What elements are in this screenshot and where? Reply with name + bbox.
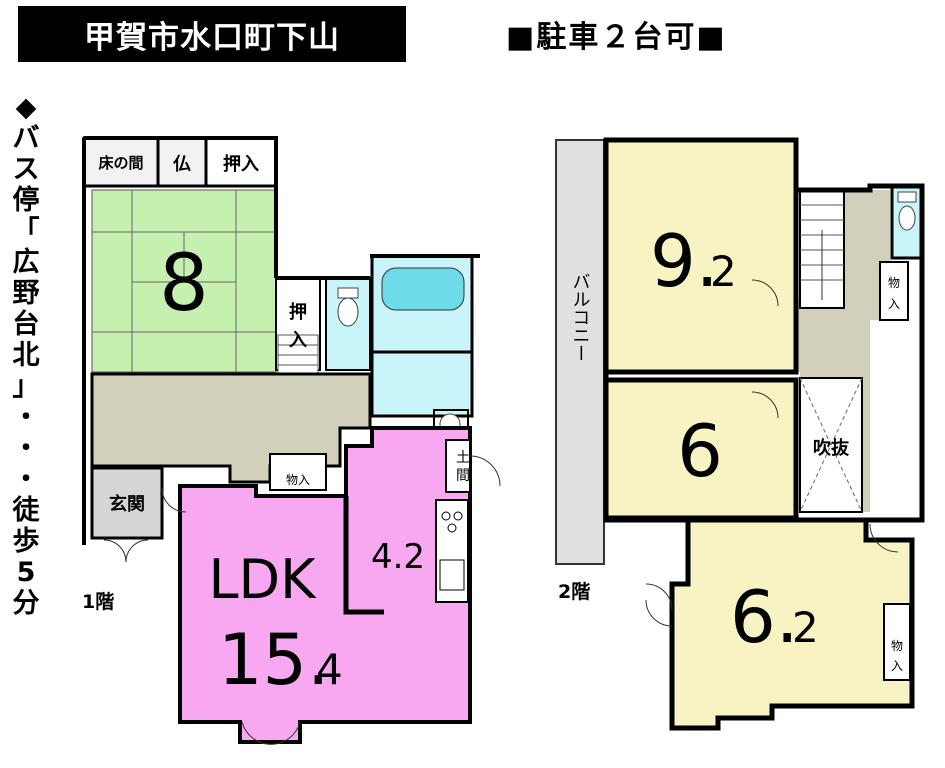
bus-char: 5	[16, 557, 36, 588]
label-tokonoma: 床の間	[98, 154, 143, 172]
label-room-a-dec: 2	[710, 247, 737, 296]
bedroom-9-2	[603, 137, 799, 375]
label-fukinuke: 吹抜	[813, 437, 850, 459]
corridor-1f	[90, 372, 372, 484]
label-oshiire-v2: 入	[289, 330, 307, 351]
label-butsudan: 仏	[173, 154, 191, 175]
label-ldk: LDK	[208, 548, 317, 611]
bus-char: 歩	[12, 526, 40, 557]
label-oshiire: 押入	[223, 153, 259, 175]
label-room-c-main: 6.	[730, 575, 799, 659]
bus-stop-info: ◆ バ ス 停 「 広 野 台 北 」 ・ ・ ・ 徒 歩 5 分	[2, 92, 50, 768]
label-room-b: 6	[677, 409, 723, 493]
label-doma-1: 土	[456, 450, 470, 466]
bus-char: ・	[12, 402, 40, 433]
label-ldk-size-dec: 4	[316, 645, 343, 694]
label-monoire-2f-4: 入	[891, 659, 903, 673]
bus-char: 徒	[12, 495, 40, 526]
label-room-a-main: 9.	[650, 219, 719, 303]
label-floor2: 2階	[558, 581, 590, 603]
bus-char: 北	[12, 340, 40, 371]
washroom	[370, 350, 474, 418]
label-doma-2: 間	[456, 468, 470, 484]
label-kitchen-size: 4.2	[371, 537, 425, 577]
page-title: 甲賀市水口町下山	[18, 6, 406, 62]
bus-marker: ◆	[15, 92, 37, 123]
bus-char: 野	[12, 278, 40, 309]
bus-char: 広	[12, 247, 40, 278]
label-washitsu-size: 8	[159, 239, 209, 329]
bus-char: 停	[12, 185, 40, 216]
label-room-c-dec: 2	[792, 603, 819, 652]
bedroom-6-2	[669, 517, 915, 731]
bus-char: バ	[12, 123, 40, 154]
label-genkan: 玄関	[109, 493, 145, 515]
bus-char: 台	[12, 309, 40, 340]
label-balcony: バルコニー	[570, 272, 591, 362]
bus-char: 「	[12, 216, 40, 247]
floor2-plan	[555, 137, 925, 731]
ldk-room	[178, 426, 472, 744]
bus-char: ・	[12, 464, 40, 495]
stairs-1f	[277, 334, 319, 378]
labels: 床の間 仏 押入 8 押 入 玄関 物入 土 間 4.2 LDK 15. 4 1…	[82, 153, 903, 701]
bus-char: ・	[12, 433, 40, 464]
label-monoire-1f: 物入	[286, 473, 310, 487]
bus-char: ス	[12, 154, 40, 185]
balcony	[555, 139, 605, 565]
bus-char: 」	[12, 371, 40, 402]
bus-char: 分	[12, 588, 40, 619]
label-monoire-2f-3: 物	[891, 639, 903, 653]
label-monoire-2f-1: 物	[888, 276, 900, 290]
floor1-plan	[82, 136, 501, 745]
parking-info: ■駐車２台可■	[506, 20, 727, 55]
label-floor1: 1階	[82, 591, 114, 613]
genkan-room	[90, 466, 164, 540]
label-oshiire-v1: 押	[289, 301, 307, 323]
label-ldk-size-main: 15.	[218, 619, 329, 701]
label-monoire-2f-2: 入	[888, 297, 900, 311]
